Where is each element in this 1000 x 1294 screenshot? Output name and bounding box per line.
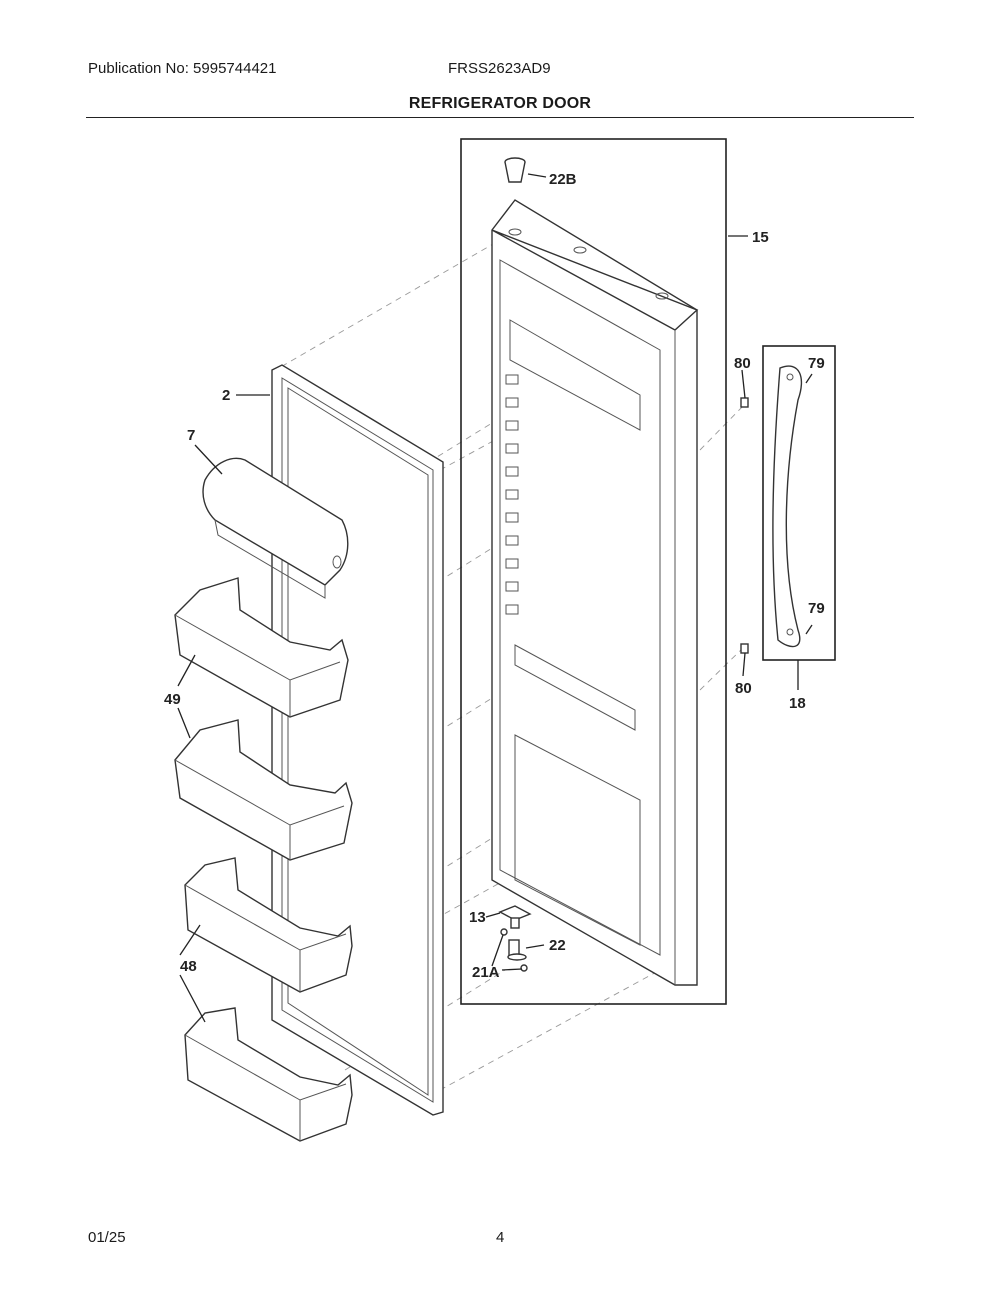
footer-page-number: 4 bbox=[496, 1229, 505, 1246]
callout-21a: 21A bbox=[472, 964, 500, 981]
door-handle bbox=[772, 365, 803, 648]
callout-49: 49 bbox=[164, 691, 181, 708]
publication-number: Publication No: 5995744421 bbox=[88, 60, 277, 77]
door-assembly-box bbox=[460, 138, 727, 1005]
shelf-supports bbox=[505, 374, 519, 615]
callout-2: 2 bbox=[222, 387, 230, 404]
page-title: REFRIGERATOR DOOR bbox=[408, 95, 592, 112]
door-liner bbox=[491, 199, 699, 986]
callout-18: 18 bbox=[789, 695, 806, 712]
callout-13: 13 bbox=[469, 909, 486, 926]
door-bin-48-lower bbox=[184, 1007, 353, 1142]
handle-screws bbox=[740, 373, 813, 654]
footer-date: 01/25 bbox=[88, 1229, 126, 1246]
callout-22: 22 bbox=[549, 937, 566, 954]
door-bin-49-upper bbox=[174, 577, 349, 718]
door-bin-49-lower bbox=[174, 719, 353, 861]
callout-48: 48 bbox=[180, 958, 197, 975]
handle-box bbox=[762, 345, 836, 661]
hinge-parts bbox=[498, 905, 532, 972]
door-gasket bbox=[271, 364, 444, 1116]
callout-15: 15 bbox=[752, 229, 769, 246]
model-number: FRSS2623AD9 bbox=[448, 60, 551, 77]
dairy-compartment bbox=[202, 457, 349, 599]
callout-79-lower: 79 bbox=[808, 600, 825, 617]
door-bin-48-upper bbox=[184, 857, 353, 993]
callout-22b: 22B bbox=[549, 171, 577, 188]
callout-7: 7 bbox=[187, 427, 195, 444]
header-rule bbox=[86, 117, 914, 118]
callout-80-upper: 80 bbox=[734, 355, 751, 372]
leader-lines bbox=[177, 173, 799, 1023]
plug-22b bbox=[504, 157, 526, 183]
callout-80-lower: 80 bbox=[735, 680, 752, 697]
callout-79-upper: 79 bbox=[808, 355, 825, 372]
